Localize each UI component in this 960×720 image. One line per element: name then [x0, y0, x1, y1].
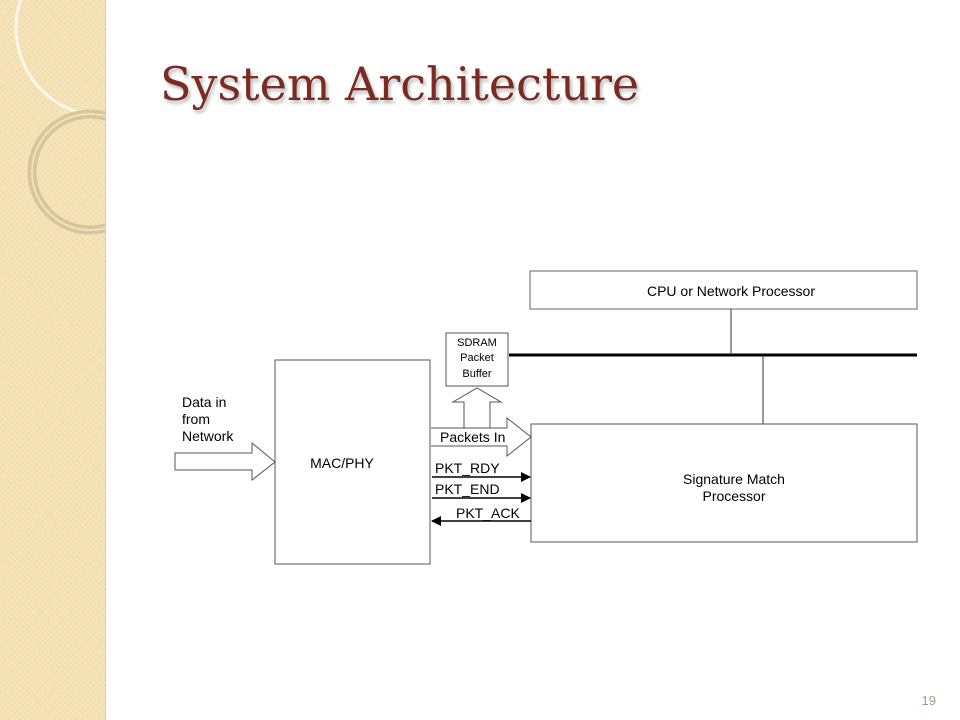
sdram-write-arrow [451, 387, 503, 428]
packets-in-label: Packets In [440, 429, 505, 445]
input-label-line3: Network [182, 428, 234, 444]
input-label-line2: from [182, 411, 210, 427]
sdram-label-line3: Buffer [462, 368, 491, 380]
sdram-block [445, 332, 509, 387]
sdram-label-line1: SDRAM [457, 337, 497, 349]
smp-label-line2: Processor [702, 488, 765, 504]
packets-in-arrow [431, 416, 532, 458]
smp-label-line1: Signature Match [683, 471, 785, 487]
decorative-side-band [0, 0, 106, 720]
decorative-ring-middle-highlight [31, 113, 105, 231]
decorative-rings [14, 0, 105, 235]
pkt-rdy-label: PKT_RDY [435, 460, 500, 476]
cpu-block [529, 270, 918, 310]
signature-match-processor-block [530, 423, 918, 543]
pkt-ack-label: PKT_ACK [456, 505, 520, 521]
input-label-line1: Data in [182, 394, 226, 410]
pkt-end-label: PKT_END [435, 481, 500, 497]
slide-title: System Architecture [160, 57, 640, 111]
sdram-label-line2: Packet [460, 352, 494, 364]
mac-phy-block [274, 359, 431, 565]
page-number: 19 [921, 693, 936, 708]
network-input-arrow [174, 441, 276, 482]
cpu-block-label: CPU or Network Processor [647, 283, 815, 299]
mac-phy-label: MAC/PHY [310, 455, 374, 471]
